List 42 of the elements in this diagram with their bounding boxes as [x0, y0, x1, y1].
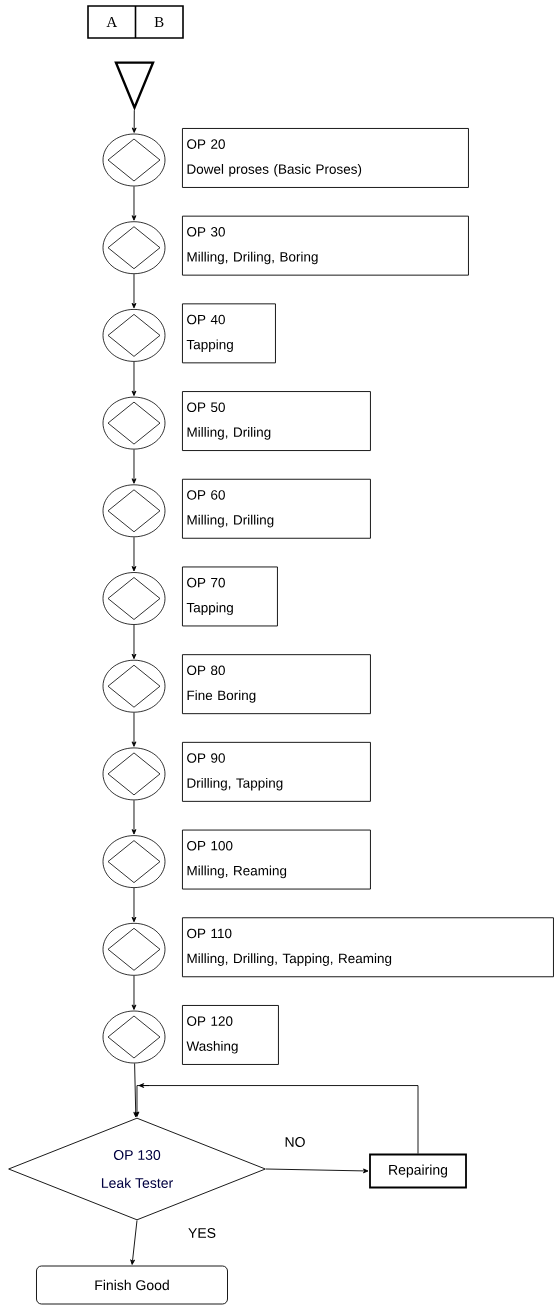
- arrow: [131, 799, 137, 835]
- operation-symbol: [102, 1010, 166, 1064]
- edge-label: NO: [283, 1136, 307, 1148]
- arrow: [131, 185, 137, 221]
- arrow: [131, 449, 137, 484]
- arrow: [131, 887, 137, 923]
- operation-box: OP 20 Dowel proses (Basic Proses): [182, 128, 469, 188]
- operation-box: OP 50 Milling, Driling: [182, 391, 371, 451]
- arrow: [131, 109, 137, 133]
- arrow: [133, 1062, 139, 1118]
- edge-label: YES: [187, 1227, 217, 1239]
- operation-symbol: [102, 572, 166, 625]
- arrow: [131, 975, 137, 1010]
- operation-symbol: [102, 396, 166, 450]
- operation-symbol: [102, 221, 166, 275]
- terminal-box: Finish Good: [36, 1265, 228, 1305]
- arrow: [131, 712, 137, 747]
- arrow: [265, 1168, 369, 1174]
- arrow: [131, 273, 137, 309]
- operation-symbol: [102, 659, 166, 713]
- operation-box: OP 110 Milling, Drilling, Tapping, Reaming: [182, 917, 554, 978]
- part-box: A B: [87, 5, 184, 39]
- operation-box: OP 40 Tapping: [182, 303, 276, 364]
- operation-box: OP 60 Milling, Drilling: [182, 478, 371, 539]
- arrow: [131, 361, 137, 396]
- operation-symbol: [102, 133, 166, 187]
- arrow: [130, 1220, 138, 1265]
- operation-box: OP 70 Tapping: [182, 566, 278, 627]
- operation-symbol: [102, 922, 166, 976]
- operation-box: OP 80 Fine Boring: [182, 654, 371, 715]
- operation-box: OP 100 Milling, Reaming: [182, 829, 371, 890]
- operation-box: OP 120 Washing: [182, 1005, 279, 1065]
- operation-symbol: [102, 747, 166, 801]
- operation-box: OP 30 Milling, Driling, Boring: [182, 215, 469, 276]
- arrow: [134, 1083, 419, 1155]
- arrow: [131, 624, 137, 660]
- process-box: Repairing: [369, 1153, 467, 1189]
- operation-symbol: [102, 835, 166, 888]
- arrow: [131, 536, 137, 572]
- operation-symbol: [102, 309, 166, 362]
- operation-symbol: [102, 484, 166, 538]
- operation-box: OP 90 Drilling, Tapping: [182, 741, 371, 802]
